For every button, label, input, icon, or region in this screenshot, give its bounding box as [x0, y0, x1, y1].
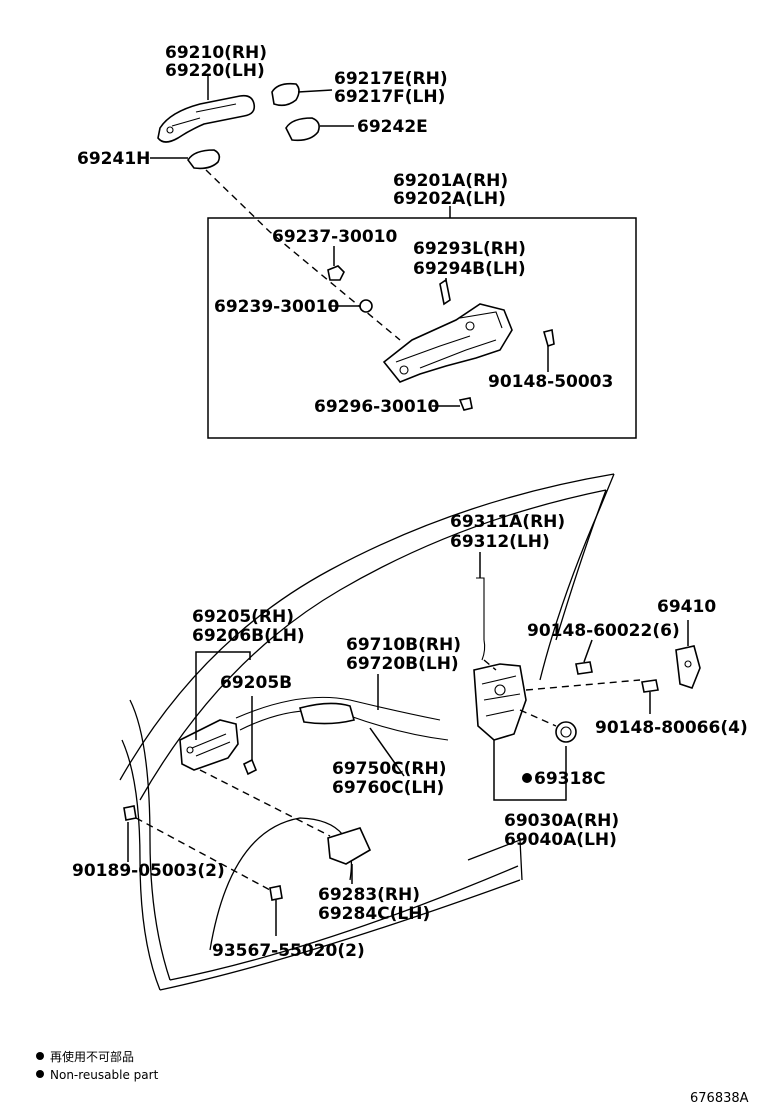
label-69410: 69410	[657, 597, 716, 617]
label-69296: 69296-30010	[314, 397, 440, 417]
handle-pad-small-part	[187, 149, 221, 170]
label-69242E: 69242E	[357, 117, 428, 137]
label-69312: 69312(LH)	[450, 532, 550, 552]
clip-69293-part	[439, 278, 451, 306]
bolt-69296-part	[458, 397, 473, 411]
handle-pad-part	[285, 117, 320, 142]
dash-rod-to-lock	[483, 659, 497, 671]
clip-69239-part	[359, 299, 373, 313]
label-69710B: 69710B(RH)	[346, 635, 461, 655]
leader-69750C	[369, 727, 405, 777]
label-69318C: 69318C	[534, 769, 606, 789]
outside-handle-part	[157, 94, 256, 143]
legend-bullet-2	[36, 1070, 44, 1078]
label-69201A: 69201A(RH)	[393, 171, 508, 191]
leader-69217	[297, 89, 333, 93]
screw-90148-50003-part	[543, 329, 555, 348]
label-69205: 69205(RH)	[192, 607, 294, 627]
label-69220: 69220(LH)	[165, 61, 265, 81]
label-93567: 93567-55020(2)	[212, 941, 365, 961]
label-69206B: 69206B(LH)	[192, 626, 305, 646]
label-69311A: 69311A(RH)	[450, 512, 565, 532]
door-outline	[119, 473, 615, 991]
dash-lock-to-grommet	[519, 709, 557, 727]
label-69205B: 69205B	[220, 673, 292, 693]
label-69237: 69237-30010	[272, 227, 398, 247]
screw-90148-80066-part	[641, 679, 659, 693]
label-69294B: 69294B(LH)	[413, 259, 526, 279]
label-69040A: 69040A(LH)	[504, 830, 617, 850]
dash-lock-to-striker	[525, 679, 641, 691]
label-69210: 69210(RH)	[165, 43, 267, 63]
handle-cap-part	[271, 82, 300, 107]
label-69283: 69283(RH)	[318, 885, 420, 905]
lock-cables	[235, 696, 449, 741]
label-69293L: 69293L(RH)	[413, 239, 526, 259]
reference-code: 676838A	[690, 1091, 749, 1106]
label-90189: 90189-05003(2)	[72, 861, 225, 881]
label-69030A: 69030A(RH)	[504, 811, 619, 831]
handle-frame-part	[382, 303, 513, 383]
grommet-69318C-part	[555, 721, 577, 743]
label-90148-60022: 90148-60022(6)	[527, 621, 680, 641]
lock-cover-69283-part	[327, 827, 372, 865]
clip-69205B-part	[242, 758, 258, 776]
label-69241H: 69241H	[77, 149, 150, 169]
leader-69030A	[493, 740, 567, 801]
label-69217F: 69217F(LH)	[334, 87, 445, 107]
clip-90189-part	[123, 805, 137, 821]
dash-clip-to-93567	[135, 817, 271, 891]
lock-rod-part	[476, 577, 486, 661]
dash-handle-to-frame	[205, 169, 401, 341]
striker-69410-part	[675, 645, 701, 689]
dash-handle-to-cover	[199, 769, 331, 837]
label-69760C: 69760C(LH)	[332, 778, 444, 798]
leader-90148-60022	[583, 639, 593, 663]
door-lock-assembly-part	[473, 663, 527, 741]
legend-bullet-1	[36, 1052, 44, 1060]
label-69202A: 69202A(LH)	[393, 189, 506, 209]
label-69239: 69239-30010	[214, 297, 340, 317]
legend-line-ja: 再使用不可部品	[50, 1049, 134, 1064]
label-69217E: 69217E(RH)	[334, 69, 448, 89]
inside-handle-part	[179, 719, 239, 771]
label-69284C: 69284C(LH)	[318, 904, 430, 924]
leader-69205	[195, 651, 251, 740]
clip-93567-part	[269, 885, 283, 901]
screw-90148-60022-part	[575, 661, 593, 675]
label-90148-80066: 90148-80066(4)	[595, 718, 748, 738]
non-reusable-marker-69318C	[522, 773, 532, 783]
legend-line-en: Non-reusable part	[50, 1068, 159, 1082]
clip-69237-part	[327, 265, 345, 281]
frame-assembly-box	[207, 217, 637, 439]
label-69720B: 69720B(LH)	[346, 654, 459, 674]
label-90148-50003: 90148-50003	[488, 372, 613, 392]
label-69750C: 69750C(RH)	[332, 759, 446, 779]
